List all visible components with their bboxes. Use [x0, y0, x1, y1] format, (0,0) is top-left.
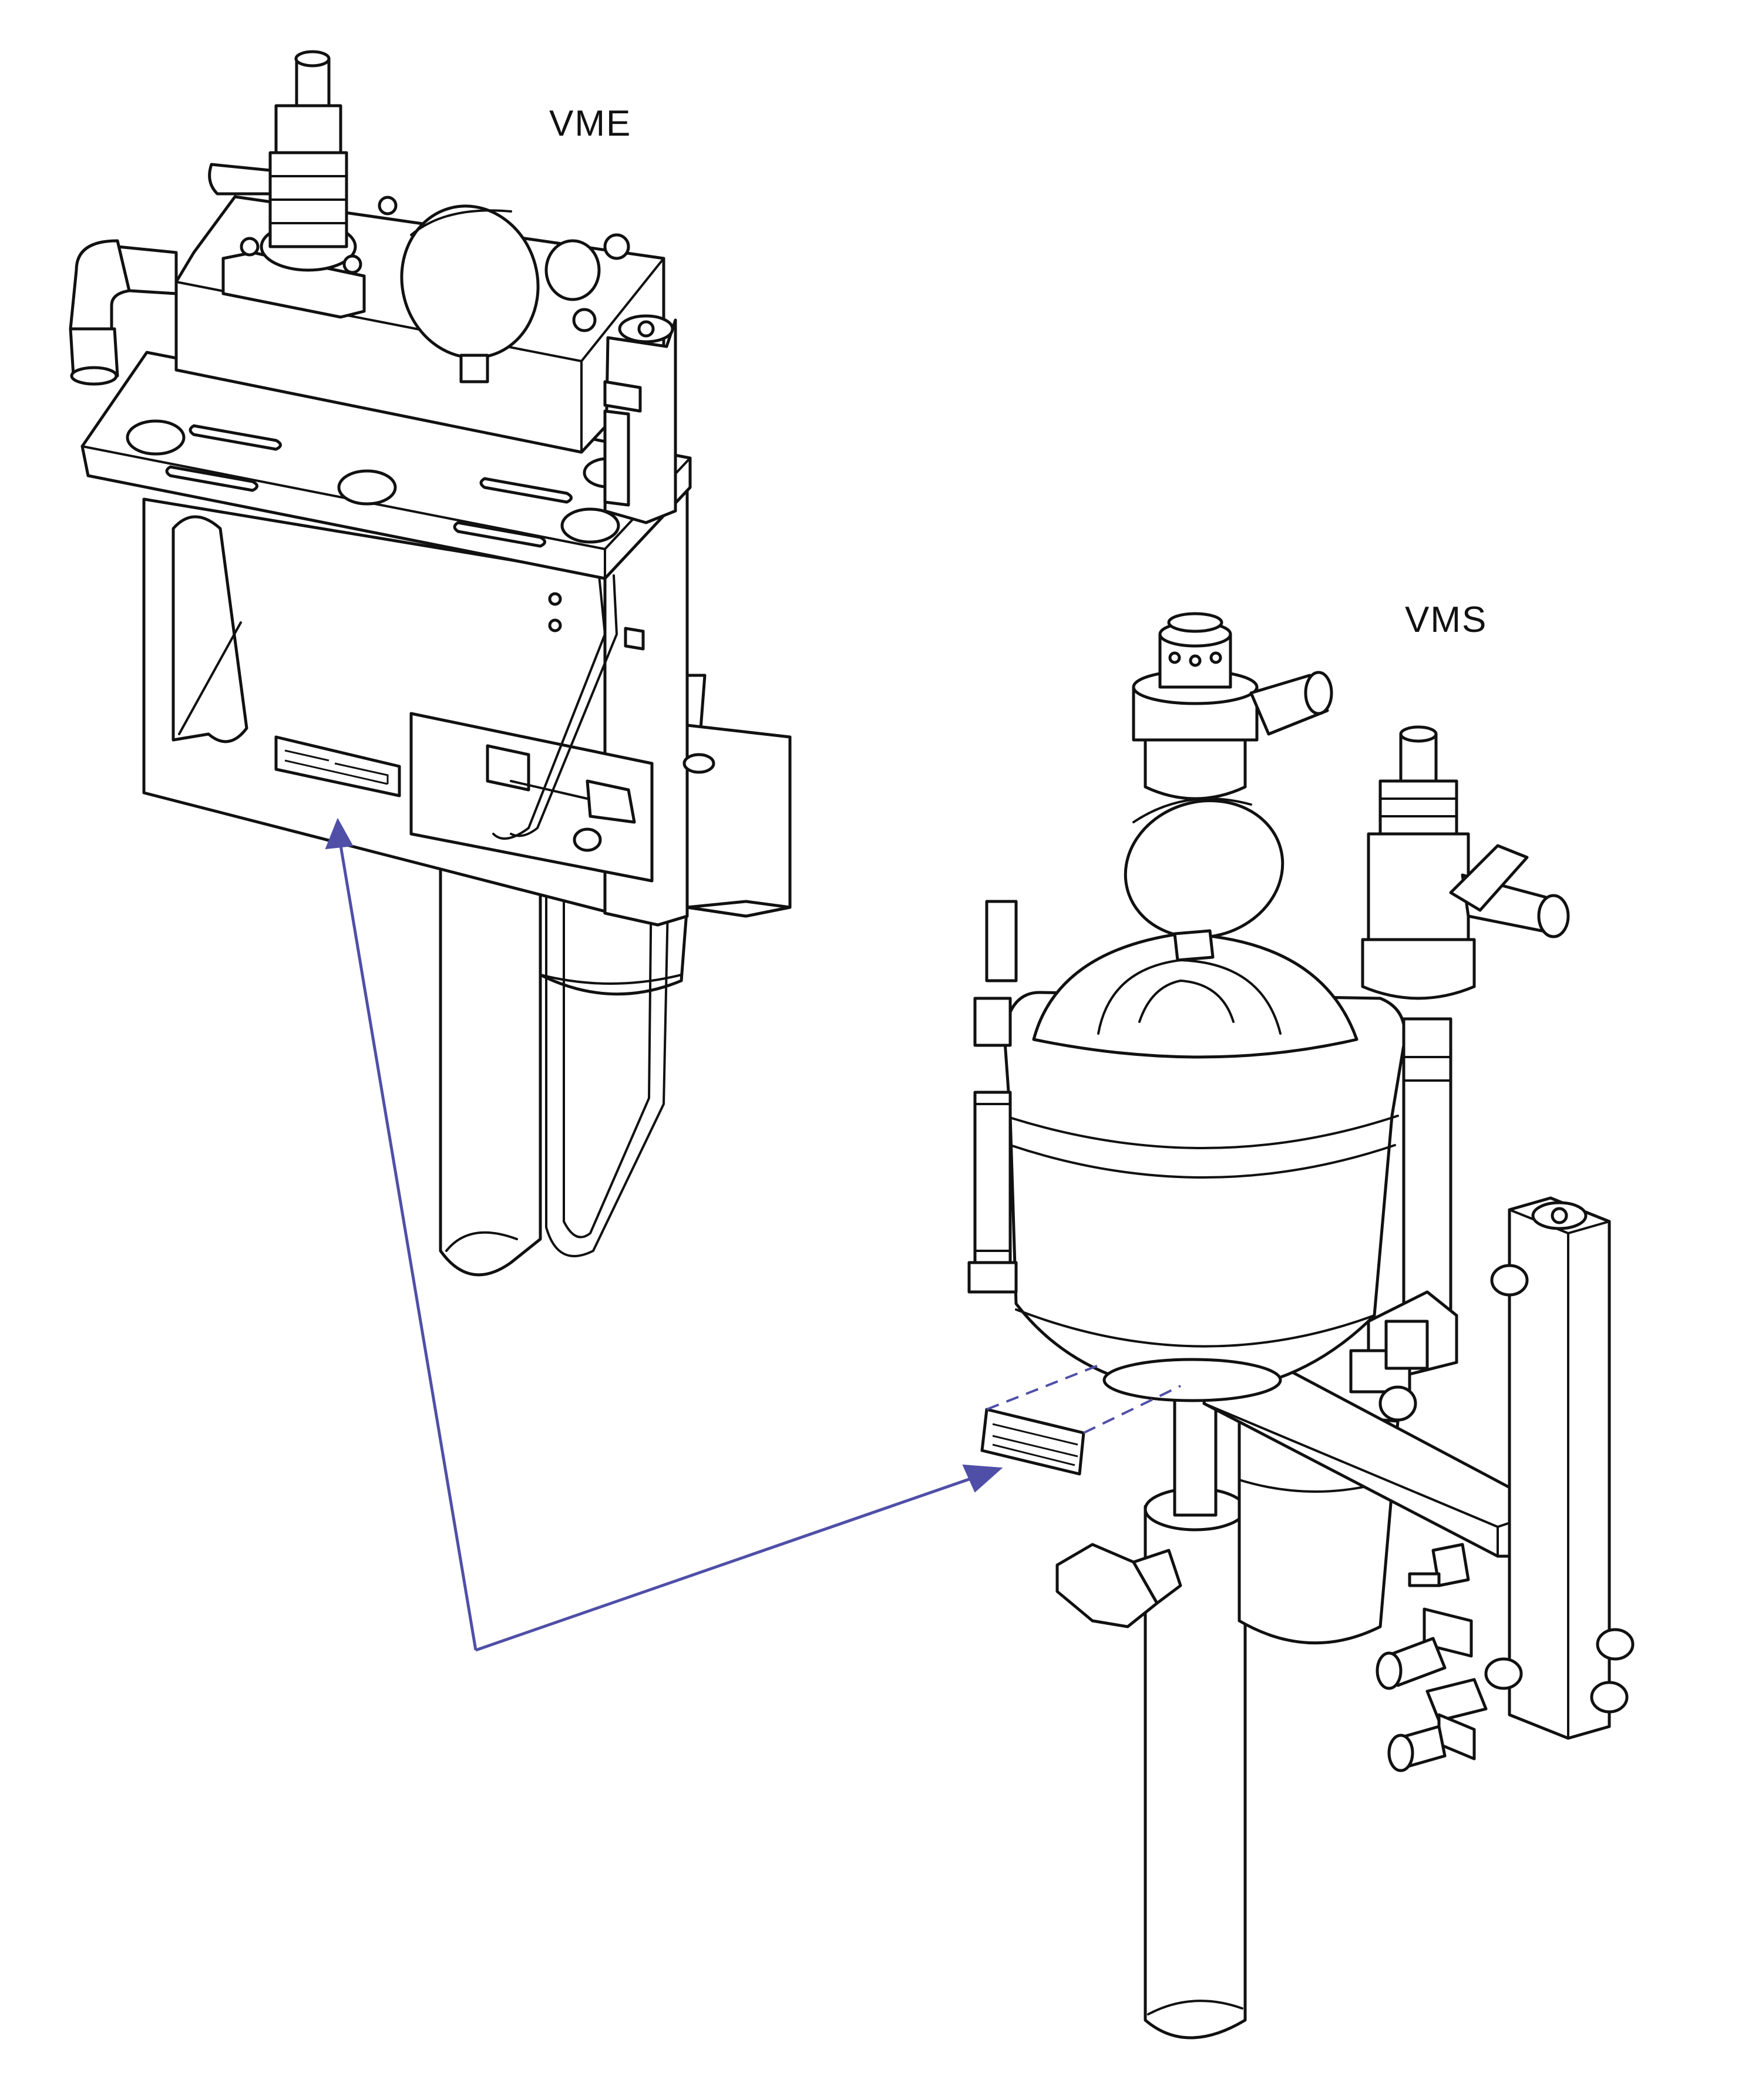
vme-nameplate	[274, 735, 401, 797]
vms-top-valve	[1132, 612, 1333, 800]
vme-pressure-gauge	[400, 204, 630, 383]
vme-top-plate	[80, 351, 692, 580]
callout-arrows	[325, 817, 1003, 1652]
vme-drop-pipe	[439, 832, 542, 1277]
vms-right-valve	[1361, 725, 1570, 1000]
vms-vertical-rail	[1484, 1196, 1635, 1740]
vms-side-elbow	[1349, 1320, 1429, 1422]
vms-pressure-gauge	[1124, 797, 1284, 962]
vms-assembly	[967, 612, 1635, 2040]
arrowhead-up	[325, 817, 354, 850]
vme-exhalation-valve	[208, 50, 398, 319]
vme-assembly	[69, 50, 792, 1277]
vme-box	[142, 462, 689, 927]
nameplate-dashed-leader-lower	[1083, 1385, 1181, 1434]
nameplate-dashed-leader-upper	[986, 1364, 1099, 1411]
vme-side-column	[603, 314, 677, 651]
vms-nameplate-detail	[980, 1408, 1085, 1476]
vme-bracket	[682, 723, 792, 918]
vms-label: VMS	[1405, 600, 1488, 640]
vms-left-column	[967, 900, 1018, 1294]
vme-u-tube	[545, 645, 671, 1257]
vms-lower-fittings	[1376, 1543, 1488, 1772]
vme-fittings	[486, 574, 636, 852]
callout-arrow-to-vme-nameplate	[336, 827, 478, 1651]
callout-arrow-to-vms-nameplate	[475, 1469, 993, 1652]
vme-elbow-pipe	[69, 239, 178, 386]
vms-knob	[1055, 1543, 1182, 1628]
vms-main-canister	[1003, 932, 1407, 1402]
arrowhead-right	[962, 1464, 1003, 1493]
vme-label: VME	[549, 103, 632, 144]
